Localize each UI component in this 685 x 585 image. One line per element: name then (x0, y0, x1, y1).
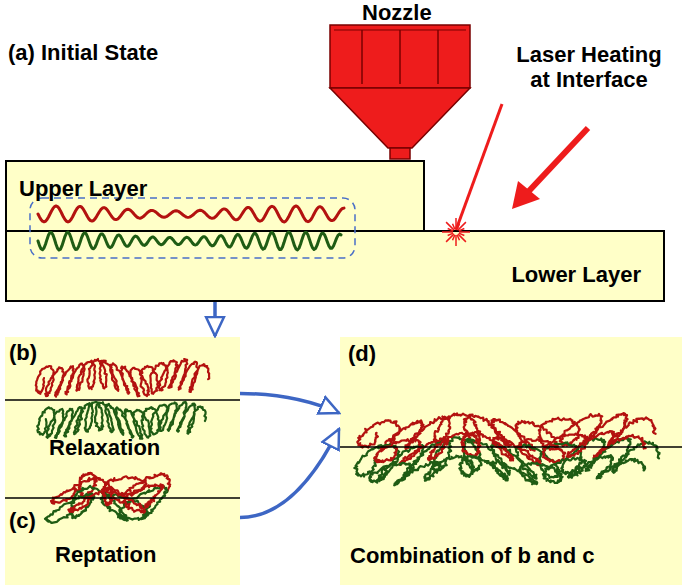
part-name: Nozzle (362, 0, 432, 25)
panel-caption: Reptation (55, 542, 156, 567)
flow-arrow (240, 394, 339, 414)
panel: (c) Reptation (5, 470, 240, 585)
panel-letter: (b) (9, 340, 37, 365)
flow-arrow (213, 302, 217, 336)
upper-layer-box: Upper Layer (5, 160, 425, 232)
nozzle (330, 25, 470, 159)
layer-name: Upper Layer (19, 176, 147, 201)
panel-caption: Combination of b and c (350, 543, 594, 568)
panel: (b) Relaxation (5, 337, 240, 470)
callout-text: Laser Heating at Interface (505, 42, 673, 93)
panel: (d) Combination of b and c (340, 337, 682, 585)
panel-caption: Relaxation (49, 435, 160, 460)
panel-letter: (d) (348, 341, 376, 366)
flow-arrow (240, 429, 339, 518)
layer-name: Lower Layer (511, 262, 641, 287)
panel-title: (a) Initial State (8, 40, 158, 65)
lower-layer-box: Lower Layer (5, 230, 665, 302)
laser-beam (442, 104, 588, 246)
panel-letter: (c) (9, 508, 36, 533)
